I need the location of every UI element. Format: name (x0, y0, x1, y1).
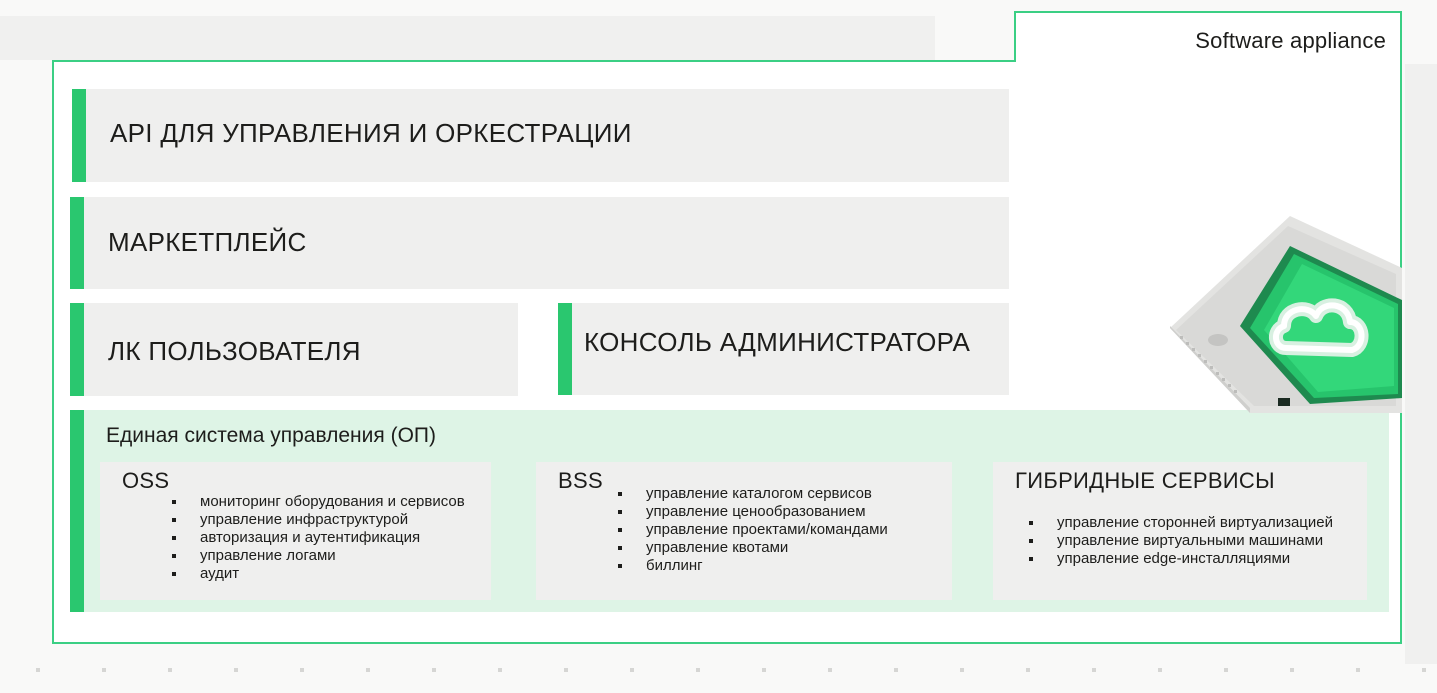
api-layer-block: API ДЛЯ УПРАВЛЕНИЯ И ОРКЕСТРАЦИИ (72, 89, 1009, 182)
dot-decoration (564, 668, 568, 672)
software-appliance-tab: Software appliance (1014, 11, 1402, 62)
cloud-server-appliance-icon (1170, 208, 1402, 413)
dot-decoration (102, 668, 106, 672)
dot-decoration (696, 668, 700, 672)
bullet-icon (1029, 539, 1033, 543)
list-item: управление каталогом сервисов (618, 485, 888, 503)
list-item: управление инфраструктурой (172, 511, 465, 529)
dot-decoration (1224, 668, 1228, 672)
bss-title: BSS (558, 468, 603, 493)
list-item: управление проектами/командами (618, 521, 888, 539)
dot-decoration (828, 668, 832, 672)
user-account-label: ЛК ПОЛЬЗОВАТЕЛЯ (108, 336, 361, 366)
dot-decoration (1422, 668, 1426, 672)
dot-decoration (36, 668, 40, 672)
dot-decoration (1290, 668, 1294, 672)
bss-list: управление каталогом сервисов управление… (618, 485, 888, 575)
hybrid-services-card: ГИБРИДНЫЕ СЕРВИСЫ управление сторонней в… (993, 462, 1367, 600)
marketplace-label: МАРКЕТПЛЕЙС (108, 227, 307, 257)
list-item: мониторинг оборудования и сервисов (172, 493, 465, 511)
background-panel (1405, 64, 1437, 664)
list-item: управление сторонней виртуализацией (1029, 514, 1333, 532)
oss-card: OSS мониторинг оборудования и сервисов у… (100, 462, 491, 600)
software-appliance-label: Software appliance (1195, 28, 1386, 53)
oss-list: мониторинг оборудования и сервисов управ… (172, 493, 465, 583)
marketplace-block: МАРКЕТПЛЕЙС (70, 197, 1009, 289)
bullet-icon (618, 528, 622, 532)
dot-decoration (630, 668, 634, 672)
user-account-block: ЛК ПОЛЬЗОВАТЕЛЯ (70, 303, 518, 396)
dot-decoration (1356, 668, 1360, 672)
api-layer-label: API ДЛЯ УПРАВЛЕНИЯ И ОРКЕСТРАЦИИ (110, 118, 632, 148)
bullet-icon (172, 572, 176, 576)
admin-console-block: КОНСОЛЬ АДМИНИСТРАТОРА (558, 303, 1009, 395)
oss-title: OSS (122, 468, 170, 493)
dot-decoration (1158, 668, 1162, 672)
list-item: управление ценообразованием (618, 503, 888, 521)
dot-decoration (1026, 668, 1030, 672)
bullet-icon (618, 510, 622, 514)
list-item: управление квотами (618, 539, 888, 557)
list-item: управление виртуальными машинами (1029, 532, 1333, 550)
bullet-icon (172, 518, 176, 522)
dot-decoration (894, 668, 898, 672)
unified-management-system: Единая система управления (ОП) OSS монит… (70, 410, 1389, 612)
bullet-icon (1029, 521, 1033, 525)
admin-console-label: КОНСОЛЬ АДМИНИСТРАТОРА (584, 327, 971, 357)
list-item: управление edge-инсталляциями (1029, 550, 1333, 568)
bss-card: BSS управление каталогом сервисов управл… (536, 462, 952, 600)
dot-decoration (762, 668, 766, 672)
bullet-icon (618, 546, 622, 550)
dot-decoration (1092, 668, 1096, 672)
list-item: биллинг (618, 557, 888, 575)
dot-decoration (300, 668, 304, 672)
unified-system-title: Единая система управления (ОП) (106, 424, 437, 447)
dot-decoration (168, 668, 172, 672)
bullet-icon (618, 492, 622, 496)
bullet-icon (618, 564, 622, 568)
dot-decoration (432, 668, 436, 672)
dot-decoration (498, 668, 502, 672)
slide-dots-decoration (0, 666, 1437, 674)
bullet-icon (172, 500, 176, 504)
background-panel (0, 16, 935, 60)
hybrid-services-list: управление сторонней виртуализацией упра… (1029, 514, 1333, 568)
list-item: аудит (172, 565, 465, 583)
bullet-icon (172, 536, 176, 540)
dot-decoration (960, 668, 964, 672)
list-item: управление логами (172, 547, 465, 565)
hybrid-services-title: ГИБРИДНЫЕ СЕРВИСЫ (1015, 468, 1275, 493)
dot-decoration (366, 668, 370, 672)
bullet-icon (1029, 557, 1033, 561)
dot-decoration (234, 668, 238, 672)
bullet-icon (172, 554, 176, 558)
list-item: авторизация и аутентификация (172, 529, 465, 547)
